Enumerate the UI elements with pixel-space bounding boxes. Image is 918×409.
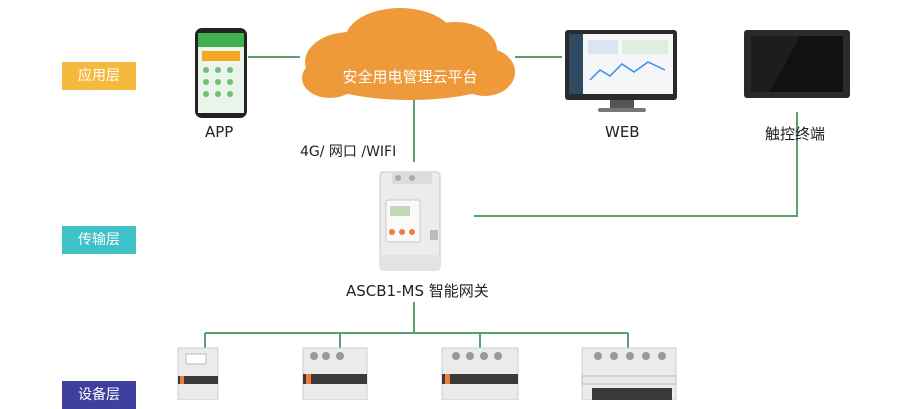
breaker-3-icon [441,347,519,400]
cloud-platform-label: 安全用电管理云平台 [342,68,478,86]
breaker-2-icon [302,347,368,400]
breaker-4-icon [581,347,677,400]
touch-terminal-icon [744,30,850,98]
app-label: APP [205,123,234,141]
monitor-icon [565,30,677,112]
gateway-device-icon [379,171,441,271]
phone-icon [195,28,247,118]
web-label: WEB [605,123,640,141]
connection-lines [204,56,798,348]
layer-application: 应用层 [62,62,136,90]
line-gateway-terminal [474,112,798,217]
breaker-devices [177,347,677,400]
cloud-icon [302,8,515,100]
link-type-label: 4G/ 网口 /WIFI [300,144,397,160]
layer-transport: 传输层 [62,226,136,254]
terminal-label: 触控终端 [765,125,826,143]
gateway-label: ASCB1-MS 智能网关 [346,282,489,300]
breaker-1-icon [177,347,219,400]
